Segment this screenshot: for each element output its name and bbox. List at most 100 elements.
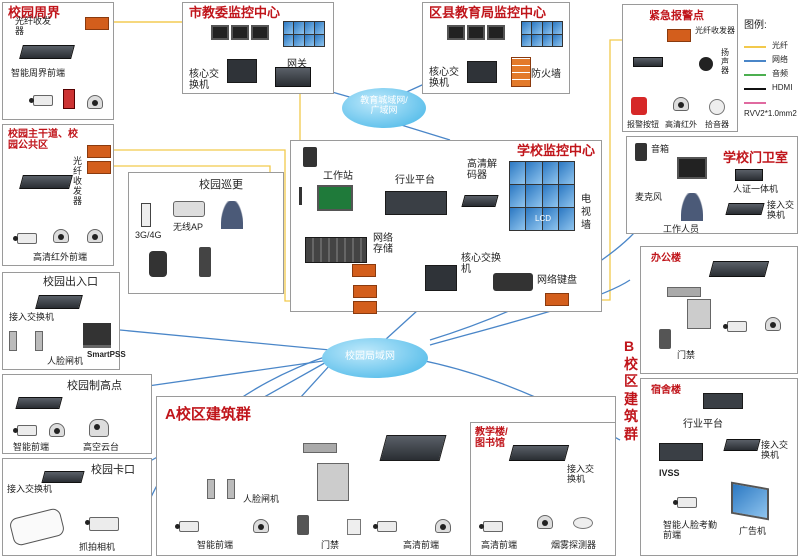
- face-gate-icon: [9, 331, 17, 351]
- dome-camera-icon: [87, 95, 103, 109]
- card-reader-icon: [297, 515, 309, 535]
- switch-icon: [379, 435, 447, 461]
- pickup-label: 拾音器: [705, 120, 729, 129]
- exit-button-icon: [347, 519, 361, 535]
- net-label: 3G/4G: [135, 230, 162, 240]
- capture-label: 抓拍相机: [79, 542, 116, 552]
- core-label: 核心交换机: [189, 69, 219, 91]
- dome-camera-icon: [253, 519, 269, 533]
- fiber-tx-label: 光纤收发器: [73, 156, 83, 206]
- access-switch-label: 接入交换机: [761, 440, 789, 460]
- panel-title: 区县教育局监控中心: [429, 5, 547, 20]
- main-road-panel: 校园主干道、校园公共区 光纤收发器 高清红外前端: [2, 124, 114, 266]
- panel-title: 校园巡更: [199, 179, 243, 191]
- core-label: 核心交换机: [461, 253, 501, 275]
- access-controller-icon: [687, 299, 711, 329]
- panel-title: 教学楼/图书馆: [475, 427, 508, 449]
- switch-icon: [19, 45, 75, 59]
- campus-lan-label: 校园局域网: [345, 351, 395, 362]
- legend-swatch: [744, 60, 766, 62]
- speaker-icon: [303, 147, 317, 167]
- face-gate-icon: [227, 479, 235, 499]
- core-switch-icon: [467, 61, 497, 83]
- door-lock-icon: [667, 287, 701, 297]
- access-switch-icon: [723, 439, 761, 451]
- gateway-label: 网关: [287, 59, 307, 70]
- panel-title: 学校监控中心: [517, 143, 596, 158]
- face-gate-label: 人脸闸机: [243, 494, 280, 504]
- face-gate-icon: [207, 479, 215, 499]
- entrance-panel: 校园出入口 接入交换机 人脸闸机 SmartPSS: [2, 272, 126, 370]
- teaching-panel: 教学楼/图书馆 接入交换机 高清前端 烟雾探测器: [470, 422, 616, 556]
- panel-title: A校区建筑群: [165, 406, 251, 423]
- keyboard-icon: [493, 273, 533, 291]
- fiber-transceiver-icon: [353, 301, 377, 314]
- panel-title: 校园周界: [8, 5, 61, 20]
- panel-title: 紧急报警点: [649, 10, 704, 22]
- hd-front-label: 高清前端: [481, 540, 518, 550]
- ir-camera-icon: [673, 97, 689, 111]
- keyboard-label: 网络键盘: [537, 275, 577, 286]
- workstation-label: 工作站: [323, 171, 353, 182]
- card-reader-icon: [659, 329, 671, 349]
- fiber-transceiver-icon: [667, 29, 691, 42]
- gateway-icon: [275, 67, 311, 87]
- legend-swatch: [744, 102, 766, 104]
- edu-wan-cloud: [342, 88, 426, 128]
- monitor-icon: [677, 157, 707, 179]
- smartpss-label: SmartPSS: [87, 350, 126, 359]
- legend-label: 光纤: [772, 41, 788, 50]
- city-center-panel: 市教委监控中心 核心交换机 网关: [182, 2, 334, 94]
- id-machine-label: 人证一体机: [733, 184, 779, 194]
- door-lock-icon: [303, 443, 337, 453]
- smart-front-label: 智能前端: [197, 540, 234, 550]
- radio-icon: [199, 247, 211, 277]
- dome-camera-icon: [53, 229, 69, 243]
- legend-label: 音频: [772, 69, 788, 78]
- access-switch-label: 接入交换机: [7, 484, 53, 494]
- fiber-transceiver-icon: [545, 293, 569, 306]
- switch-icon: [708, 261, 770, 277]
- access-switch-icon: [41, 471, 85, 483]
- dome-camera-icon: [49, 423, 65, 437]
- switch-icon: [19, 175, 73, 189]
- monitor-icon: [211, 25, 229, 40]
- ad-machine-icon: [731, 481, 769, 521]
- legend-label: 网络: [772, 55, 788, 64]
- core-switch-icon: [227, 59, 257, 83]
- tvwall-label: 电视墙: [581, 194, 591, 231]
- video-wall-icon: [283, 21, 325, 47]
- workstation-monitor-icon: [317, 185, 353, 211]
- alarm-button-icon: [631, 97, 647, 115]
- panel-title: 市教委监控中心: [189, 5, 281, 20]
- face-gate-label: 人脸闸机: [47, 356, 84, 366]
- patrol-device-icon: [149, 251, 167, 277]
- platform-label: 行业平台: [395, 175, 435, 186]
- ivss-icon: [659, 443, 703, 461]
- legend-swatch: [744, 74, 766, 76]
- panel-title: 办公楼: [651, 253, 681, 264]
- core-switch-icon: [425, 265, 457, 291]
- alarm-panel: 紧急报警点 光纤收发器 扬声器 报警按钮 高清红外 拾音器: [622, 4, 738, 132]
- b-zone-title: B校区建筑群: [624, 338, 638, 442]
- legend-label: RVV2*1.0mm2: [744, 109, 797, 118]
- edu-wan-label: 教育城域网/广域网: [360, 95, 408, 115]
- access-switch-label: 接入交换机: [9, 312, 55, 322]
- fiber-transceiver-icon: [353, 285, 377, 298]
- hd-camera-icon: [29, 95, 53, 106]
- district-center-panel: 区县教育局监控中心 核心交换机 防火墙: [422, 2, 570, 94]
- staff-icon: [681, 193, 703, 221]
- ir-label: 高清红外: [665, 120, 697, 129]
- platform-server-icon: [385, 191, 447, 215]
- monitor-icon: [251, 25, 269, 40]
- staff-label: 工作人员: [663, 224, 700, 234]
- checkpoint-panel: 校园卡口 接入交换机 抓拍相机: [2, 458, 152, 556]
- access-switch-icon: [508, 445, 570, 461]
- speaker-label: 扬声器: [721, 48, 729, 75]
- access-ctrl-label: 门禁: [677, 350, 696, 360]
- campus-lan-cloud: [322, 338, 428, 378]
- platform-server-icon: [703, 393, 743, 409]
- patrol-person-icon: [221, 201, 243, 229]
- network-line: [119, 329, 331, 351]
- legend-swatch: [744, 46, 766, 48]
